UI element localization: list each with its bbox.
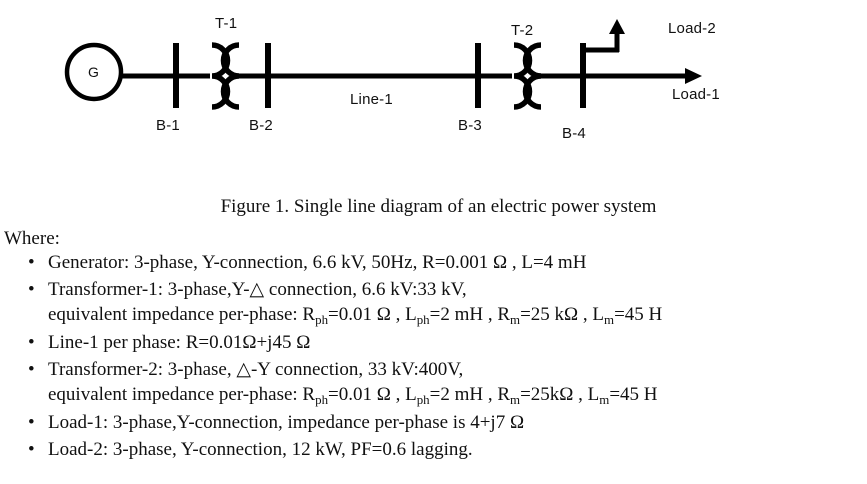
generator-symbol: [64, 42, 124, 102]
list-item-line: Load-2: 3-phase, Y-connection, 12 kW, PF…: [48, 437, 867, 462]
bullet-marker-icon: •: [28, 359, 35, 380]
load-label-load-1: Load-1: [672, 86, 720, 103]
list-item: • Transformer-1: 3-phase,Y-△ connection, …: [0, 277, 867, 328]
line-label-line-1: Line-1: [350, 91, 393, 108]
load-2-arrowhead: [609, 19, 625, 34]
text-run: =2 mH , R: [429, 384, 511, 405]
single-line-diagram: G T-1 T-2 B-1 B-2 B-3 B-4 Line-1 Load-2 …: [0, 0, 867, 150]
text-run: =25 kΩ , L: [520, 304, 605, 325]
list-item-line: Generator: 3-phase, Y-connection, 6.6 kV…: [48, 250, 867, 275]
text-run: =45 H: [609, 384, 658, 405]
list-item-line: equivalent impedance per-phase: Rph=0.01…: [48, 382, 867, 408]
text-run: equivalent impedance per-phase: R: [48, 304, 316, 325]
subscript-text: ph: [416, 392, 430, 408]
subscript-text: ph: [315, 312, 329, 328]
subscript-text: m: [599, 392, 610, 408]
list-item-line: equivalent impedance per-phase: Rph=0.01…: [48, 302, 867, 328]
subscript-text: ph: [315, 392, 329, 408]
transformer-label-t-1: T-1: [215, 15, 238, 32]
text-run: =0.01 Ω , L: [328, 384, 417, 405]
text-run: Generator: 3-phase, Y-connection, 6.6 kV…: [48, 252, 587, 273]
text-run: Transformer-1: 3-phase,Y-△ connection, 6…: [48, 279, 467, 300]
text-run: Transformer-2: 3-phase, △-Y connection, …: [48, 359, 464, 380]
transformer-label-t-2: T-2: [511, 22, 534, 39]
specification-list: • Generator: 3-phase, Y-connection, 6.6 k…: [0, 250, 867, 464]
text-run: Load-1: 3-phase,Y-connection, impedance …: [48, 412, 525, 433]
list-item-line: Load-1: 3-phase,Y-connection, impedance …: [48, 410, 867, 435]
subscript-text: m: [604, 312, 615, 328]
text-run: =2 mH , R: [429, 304, 511, 325]
text-run: equivalent impedance per-phase: R: [48, 384, 316, 405]
text-run: Load-2: 3-phase, Y-connection, 12 kW, PF…: [48, 439, 473, 460]
figure-caption-text: Figure 1. Single line diagram of an elec…: [220, 196, 657, 217]
subscript-text: m: [510, 312, 521, 328]
bullet-marker-icon: •: [28, 439, 35, 460]
text-run: =0.01 Ω , L: [328, 304, 417, 325]
diagram-canvas: [64, 19, 702, 110]
bullet-marker-icon: •: [28, 412, 35, 433]
bullet-marker-icon: •: [28, 279, 35, 300]
subscript-text: m: [510, 392, 521, 408]
text-run: =45 H: [614, 304, 663, 325]
bus-label-b-2: B-2: [249, 117, 273, 134]
list-item: • Line-1 per phase: R=0.01Ω+j45 Ω: [0, 330, 867, 355]
generator-label: G: [88, 64, 100, 80]
text-run: Line-1 per phase: R=0.01Ω+j45 Ω: [48, 332, 311, 353]
list-item-line: Transformer-1: 3-phase,Y-△ connection, 6…: [48, 277, 867, 302]
figure-caption: Figure 1. Single line diagram of an elec…: [0, 196, 867, 218]
list-item: • Load-1: 3-phase,Y-connection, impedance…: [0, 410, 867, 435]
list-item: • Transformer-2: 3-phase, △-Y connection,…: [0, 357, 867, 408]
list-item-line: Transformer-2: 3-phase, △-Y connection, …: [48, 357, 867, 382]
where-label: Where:: [4, 228, 60, 249]
text-run: =25kΩ , L: [520, 384, 600, 405]
list-item: • Load-2: 3-phase, Y-connection, 12 kW, P…: [0, 437, 867, 462]
bus-label-b-3: B-3: [458, 117, 482, 134]
load-1-arrowhead: [685, 68, 702, 84]
subscript-text: ph: [416, 312, 430, 328]
bus-label-b-1: B-1: [156, 117, 180, 134]
bullet-marker-icon: •: [28, 252, 35, 273]
load-label-load-2: Load-2: [668, 20, 716, 37]
list-item: • Generator: 3-phase, Y-connection, 6.6 k…: [0, 250, 867, 275]
list-item-line: Line-1 per phase: R=0.01Ω+j45 Ω: [48, 330, 867, 355]
bullet-marker-icon: •: [28, 332, 35, 353]
bus-label-b-4: B-4: [562, 125, 586, 142]
